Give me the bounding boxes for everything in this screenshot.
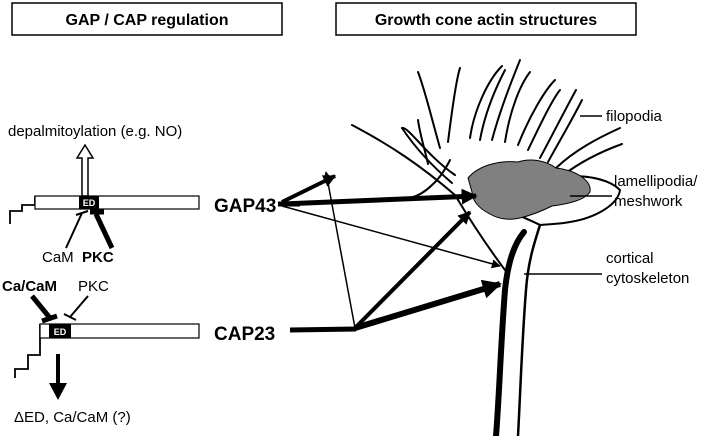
right-title-box (335, 2, 637, 36)
cap23-inhibition-lines (30, 294, 89, 324)
cap23-down-arrow (49, 354, 67, 400)
gap43-arrows (281, 174, 501, 269)
cap23-to-filopodia-arrow (323, 171, 356, 329)
gap43-cam-label: CaM (42, 249, 74, 266)
cap23-pkc-label: PKC (78, 278, 109, 295)
filopodium-right (539, 89, 577, 159)
depalmitoylation-label: depalmitoylation (e.g. NO) (8, 123, 182, 140)
right-panel: Growth cone actin structures (278, 2, 698, 436)
left-panel-title: GAP / CAP regulation (66, 12, 229, 29)
cap23-effector-domain (49, 324, 71, 338)
filopodia-label: filopodia (606, 108, 663, 125)
gap43-to-lamellipodia-arrow (281, 188, 478, 207)
cortical-label-line1: cortical (606, 250, 654, 267)
gap43-to-cortex-arrow (281, 205, 501, 269)
left-panel: GAP / CAP regulation depalmitoylation (e… (2, 2, 283, 426)
cap23-label: CAP23 (214, 324, 275, 345)
filopodium-left-long (351, 124, 456, 196)
gap43-effector-domain (79, 196, 99, 209)
lamellipodia-region (467, 159, 591, 220)
cap23-to-cortex-arrow (354, 279, 502, 331)
cap23-ed-label: ED (54, 327, 67, 337)
cap23-cacam-label: Ca/CaM (2, 278, 57, 295)
depalmitoylation-arrow (75, 143, 95, 197)
lamellipodia-label-line2: meshwork (614, 193, 683, 210)
gap43-pkc-label: PKC (82, 249, 114, 266)
filopodium-top (469, 65, 503, 139)
cap23-connector (289, 326, 357, 333)
lamellipodia-label-line1: lamellipodia/ (614, 173, 698, 190)
cap23-bar: ED (14, 323, 200, 378)
left-title-box (11, 2, 283, 36)
label-leaders (524, 115, 612, 275)
cap23-arrows (323, 171, 502, 331)
gap43-inhibition-lines (65, 209, 115, 250)
axon-right-edge (516, 223, 542, 436)
cap23-to-lamellipodia-arrow (353, 210, 472, 330)
gap43-bar: ED (9, 195, 200, 224)
gap43-label: GAP43 (214, 196, 276, 217)
cap23-outcome-label: ΔED, Ca/CaM (?) (14, 409, 131, 426)
gap43-ed-label: ED (83, 198, 96, 208)
axon-shaft (493, 229, 527, 436)
cortical-label-line2: cytoskeleton (606, 270, 689, 287)
right-panel-title: Growth cone actin structures (375, 12, 597, 29)
